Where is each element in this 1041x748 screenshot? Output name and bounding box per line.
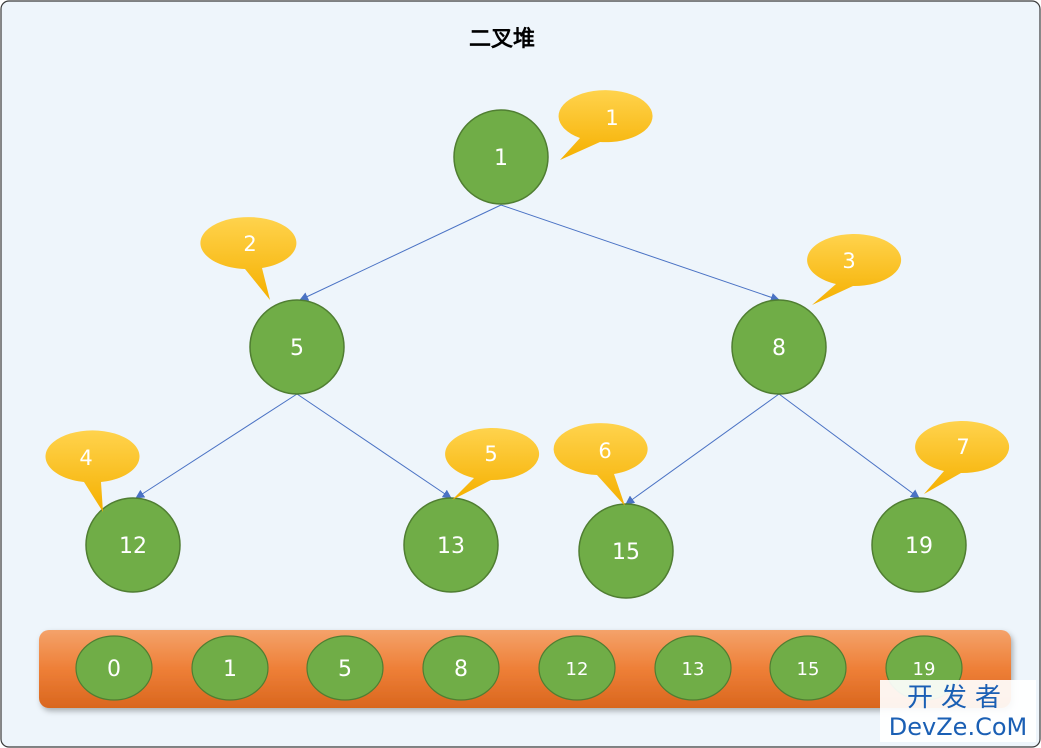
array-cell-value: 15 bbox=[797, 659, 820, 680]
array-cell-value: 8 bbox=[454, 657, 468, 682]
array-cell: 13 bbox=[654, 635, 732, 701]
watermark-line2: DevZe.CoM bbox=[889, 713, 1027, 741]
tree-node: 1 bbox=[453, 109, 549, 205]
tree-node: 12 bbox=[85, 497, 181, 593]
array-cell-value: 19 bbox=[913, 659, 936, 680]
index-callout-label: 5 bbox=[484, 442, 497, 466]
edge-5-to-12 bbox=[135, 393, 298, 499]
tree-node-value: 5 bbox=[290, 336, 304, 361]
tree-node: 8 bbox=[731, 299, 827, 395]
tree-node-value: 13 bbox=[437, 534, 465, 559]
tree-nodes: 1 5 8 12 13 15 19 bbox=[85, 109, 967, 599]
array-cell-value: 12 bbox=[566, 659, 589, 680]
tree-node-value: 15 bbox=[612, 540, 640, 565]
index-callout-label: 7 bbox=[956, 435, 969, 459]
array-cell-value: 1 bbox=[223, 657, 237, 682]
index-callout-label: 2 bbox=[243, 232, 256, 256]
array-representation: 0 1 5 8 12 13 15 19 bbox=[39, 630, 1011, 708]
index-callout-label: 6 bbox=[598, 439, 611, 463]
index-callout-label: 3 bbox=[842, 249, 855, 273]
watermark-line1: 开发者 bbox=[907, 683, 1009, 713]
tree-node-value: 8 bbox=[772, 336, 786, 361]
array-bar bbox=[39, 630, 1011, 708]
array-cell: 1 bbox=[191, 635, 269, 701]
index-callout: 6 bbox=[553, 423, 648, 506]
diagram-title: 二叉堆 bbox=[469, 27, 535, 52]
array-cell: 0 bbox=[75, 635, 153, 701]
array-cell-value: 13 bbox=[682, 659, 705, 680]
index-callouts: 1 2 3 4 5 6 7 bbox=[45, 90, 1010, 512]
index-callout-label: 4 bbox=[79, 446, 92, 470]
tree-node: 13 bbox=[403, 497, 499, 593]
array-cell-value: 5 bbox=[338, 657, 352, 682]
index-callout: 2 bbox=[200, 217, 297, 300]
index-callout: 4 bbox=[45, 430, 140, 512]
edge-8-to-15 bbox=[625, 393, 780, 505]
edge-5-to-13 bbox=[296, 393, 452, 499]
index-callout-label: 1 bbox=[605, 106, 618, 130]
array-cell-value: 0 bbox=[107, 657, 121, 682]
tree-node-value: 1 bbox=[494, 146, 508, 171]
edge-1-to-8 bbox=[500, 204, 780, 302]
tree-node: 5 bbox=[249, 299, 345, 395]
watermark-background bbox=[880, 680, 1036, 742]
array-cell: 5 bbox=[306, 635, 384, 701]
tree-edges bbox=[135, 204, 920, 505]
index-callout: 5 bbox=[445, 428, 540, 500]
tree-node: 15 bbox=[578, 503, 674, 599]
edge-1-to-5 bbox=[299, 204, 502, 301]
index-callout: 3 bbox=[807, 234, 902, 305]
array-cell: 8 bbox=[422, 635, 500, 701]
array-cell: 15 bbox=[769, 635, 847, 701]
tree-node-value: 19 bbox=[905, 534, 933, 559]
index-callout: 7 bbox=[915, 421, 1010, 494]
tree-node-value: 12 bbox=[119, 534, 147, 559]
tree-node: 19 bbox=[871, 497, 967, 593]
watermark: 开发者 DevZe.CoM bbox=[880, 680, 1036, 742]
index-callout: 1 bbox=[558, 90, 653, 160]
edge-8-to-19 bbox=[778, 393, 920, 499]
array-cell: 12 bbox=[538, 635, 616, 701]
